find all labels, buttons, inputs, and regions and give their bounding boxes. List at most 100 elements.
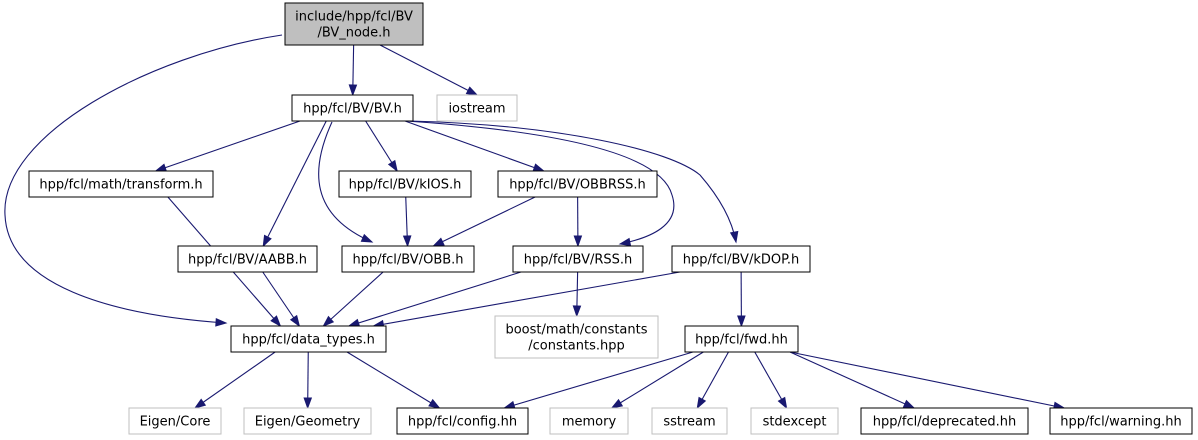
edge-kdop-to-data-types [373, 271, 681, 327]
edge-bv-to-transform [155, 120, 301, 172]
edge-rss-to-data-types [348, 271, 522, 327]
node-iostream-label: iostream [448, 102, 505, 117]
edge-fwd-to-sstream [696, 351, 729, 409]
edge-fwd-to-sstream-arrowhead [696, 396, 707, 410]
node-rss-box [512, 245, 644, 273]
edge-bv-to-obbrss-arrowhead [532, 163, 546, 172]
edge-bv-to-kios-arrowhead [387, 159, 398, 173]
edge-rss-to-data-types-arrowhead [347, 318, 361, 327]
node-obb[interactable]: hpp/fcl/BV/OBB.h [341, 245, 475, 273]
edge-bv-to-aabb-arrowhead [262, 234, 272, 248]
node-boost-constants-box [494, 315, 659, 359]
node-fwd[interactable]: hpp/fcl/fwd.hh [684, 325, 799, 353]
edge-bv-to-aabb [262, 120, 327, 247]
edge-data-types-to-eigen-core-arrowhead [193, 398, 207, 409]
node-kios-label: hpp/fcl/BV/kIOS.h [349, 178, 462, 193]
edge-bv-to-obb [318, 121, 373, 243]
node-eigen-core-label: Eigen/Core [140, 415, 211, 430]
edge-fwd-to-deprecated [789, 351, 915, 409]
node-iostream: iostream [436, 94, 518, 122]
node-eigen-geometry-box [243, 407, 372, 435]
node-stdexcept: stdexcept [750, 407, 839, 435]
node-aabb-box [177, 245, 318, 273]
edge-bv-to-kdop [409, 120, 737, 243]
edge-kios-to-obb-arrowhead [402, 235, 412, 248]
edge-data-types-to-eigen-geometry-arrowhead [303, 397, 313, 410]
node-fwd-label: hpp/fcl/fwd.hh [695, 333, 788, 348]
node-aabb-label: hpp/fcl/BV/AABB.h [188, 253, 307, 268]
edge-transform-to-data-types-arrowhead [270, 315, 282, 328]
edge-rss-to-boost-constants-arrowhead [572, 305, 582, 318]
node-eigen-core-box [128, 407, 222, 435]
node-deprecated[interactable]: hpp/fcl/deprecated.hh [860, 407, 1029, 435]
node-transform-box [28, 170, 214, 198]
edge-bv-node-to-bv-arrowhead [348, 84, 358, 97]
node-rss[interactable]: hpp/fcl/BV/RSS.h [512, 245, 644, 273]
node-boost-constants-label: /constants.hpp [528, 339, 625, 354]
node-obbrss-box [497, 170, 658, 198]
edge-fwd-to-stdexcept-arrowhead [777, 396, 788, 410]
node-bv-node-label: /BV_node.h [317, 26, 390, 41]
node-kios[interactable]: hpp/fcl/BV/kIOS.h [338, 170, 472, 198]
edge-bv-to-transform-arrowhead [154, 163, 168, 172]
node-eigen-core: Eigen/Core [128, 407, 222, 435]
edge-bv-node-to-iostream-arrowhead [465, 86, 479, 96]
node-memory-label: memory [562, 415, 617, 430]
node-obbrss-label: hpp/fcl/BV/OBBRSS.h [509, 178, 646, 193]
node-bv[interactable]: hpp/fcl/BV/BV.h [291, 94, 414, 122]
edge-fwd-to-memory-arrowhead [610, 398, 624, 409]
edge-fwd-to-deprecated-arrowhead [902, 399, 916, 409]
node-boost-constants-label: boost/math/constants [505, 323, 647, 338]
node-warning-box [1049, 407, 1193, 435]
node-data-types-box [230, 325, 387, 353]
node-aabb[interactable]: hpp/fcl/BV/AABB.h [177, 245, 318, 273]
node-bv-node[interactable]: include/hpp/fcl/BV/BV_node.h [284, 2, 424, 46]
edge-bv-node-to-data-types-arrowhead [215, 317, 228, 327]
edge-obbrss-to-rss-arrowhead [573, 235, 583, 248]
node-eigen-geometry: Eigen/Geometry [243, 407, 372, 435]
edge-data-types-to-config-arrowhead [428, 398, 441, 409]
node-sstream-label: sstream [663, 415, 715, 430]
nodes-layer: include/hpp/fcl/BV/BV_node.h hpp/fcl/BV/B… [28, 2, 1193, 435]
edge-obbrss-to-obb [433, 196, 536, 247]
node-kdop-box [671, 245, 811, 273]
node-fwd-box [684, 325, 799, 353]
edge-fwd-to-memory [611, 351, 704, 409]
node-data-types-label: hpp/fcl/data_types.h [242, 333, 375, 348]
node-bv-box [291, 94, 414, 122]
node-deprecated-box [860, 407, 1029, 435]
node-memory-box [549, 407, 629, 435]
edge-obbrss-to-obb-arrowhead [432, 237, 445, 247]
node-bv-label: hpp/fcl/BV/BV.h [303, 102, 402, 117]
node-kdop[interactable]: hpp/fcl/BV/kDOP.h [671, 245, 811, 273]
node-bv-node-box [284, 2, 424, 46]
node-rss-label: hpp/fcl/BV/RSS.h [524, 253, 633, 268]
edge-aabb-to-data-types-arrowhead [289, 314, 301, 328]
node-transform-label: hpp/fcl/math/transform.h [39, 178, 202, 193]
node-deprecated-label: hpp/fcl/deprecated.hh [873, 415, 1016, 430]
edge-bv-node-to-data-types [4, 34, 283, 324]
node-transform[interactable]: hpp/fcl/math/transform.h [28, 170, 214, 198]
edge-fwd-to-config [504, 351, 694, 409]
node-stdexcept-label: stdexcept [763, 415, 827, 430]
node-memory: memory [549, 407, 629, 435]
node-warning-label: hpp/fcl/warning.hh [1060, 415, 1182, 430]
node-sstream: sstream [651, 407, 728, 435]
edge-bv-to-kdop-arrowhead [729, 230, 739, 244]
node-warning[interactable]: hpp/fcl/warning.hh [1049, 407, 1193, 435]
edge-obb-to-data-types-arrowhead [322, 315, 335, 327]
node-config-label: hpp/fcl/config.hh [408, 415, 517, 430]
edge-kdop-to-fwd-arrowhead [737, 315, 746, 328]
node-obbrss[interactable]: hpp/fcl/BV/OBBRSS.h [497, 170, 658, 198]
node-data-types[interactable]: hpp/fcl/data_types.h [230, 325, 387, 353]
edge-fwd-to-warning [789, 351, 1065, 409]
node-kios-box [338, 170, 472, 198]
node-obb-box [341, 245, 475, 273]
edge-obb-to-data-types [323, 271, 384, 327]
edge-data-types-to-config [346, 351, 440, 409]
edge-bv-to-rss-arrowhead [618, 237, 632, 247]
node-boost-constants: boost/math/constants/constants.hpp [494, 315, 659, 359]
node-stdexcept-box [750, 407, 839, 435]
node-config[interactable]: hpp/fcl/config.hh [396, 407, 529, 435]
